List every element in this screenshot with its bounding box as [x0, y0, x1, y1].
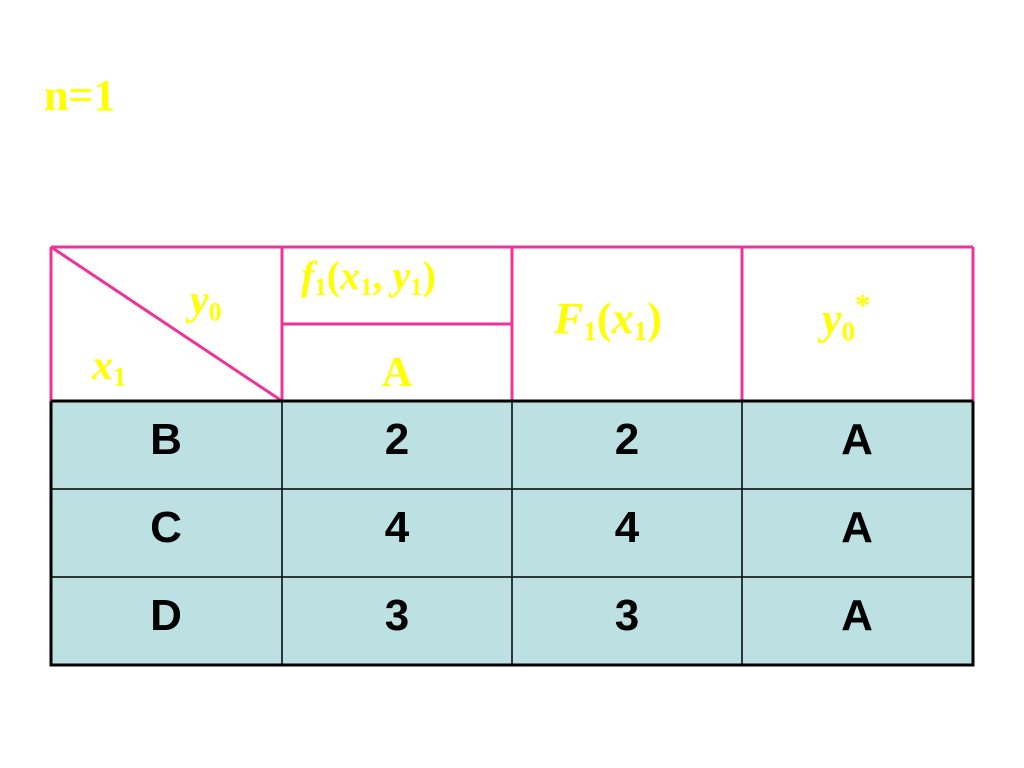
header-f1-decision: A: [381, 350, 413, 396]
header-f1-expression: f1(x1, y1): [301, 253, 436, 302]
diagonal-divider: [50, 245, 283, 403]
cell-x1: B: [150, 415, 182, 464]
header-y0-star: y0*: [822, 288, 871, 347]
corner-label-x1: x1: [92, 343, 127, 392]
corner-label-y0: y0: [190, 278, 222, 327]
cell-f1: 4: [384, 503, 410, 552]
cell-y0-star: A: [841, 503, 873, 552]
cell-y0-star: A: [841, 591, 873, 640]
cell-F1: 4: [614, 503, 640, 552]
table-header-lines: [49, 245, 975, 403]
cell-f1: 2: [384, 415, 410, 464]
cell-x1: D: [150, 591, 182, 640]
cell-F1: 2: [614, 415, 640, 464]
cell-y0-star: A: [841, 415, 873, 464]
cell-F1: 3: [614, 591, 640, 640]
stage-label: n=1: [44, 71, 116, 120]
cell-x1: C: [150, 503, 182, 552]
cell-f1: 3: [384, 591, 410, 640]
header-F1-expression: F1(x1): [554, 294, 662, 346]
